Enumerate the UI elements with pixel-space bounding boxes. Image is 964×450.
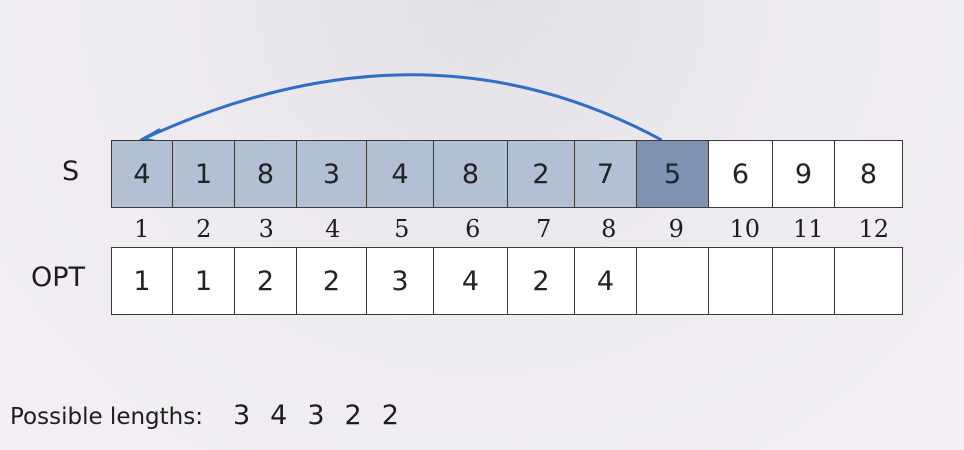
possible-length-value: 3: [232, 400, 251, 431]
opt-cell: [637, 247, 709, 315]
s-cell: 8: [835, 140, 903, 208]
opt-cell: 1: [173, 247, 235, 315]
s-cell: 1: [173, 140, 235, 208]
index-label: 1: [134, 215, 150, 243]
opt-cell: [709, 247, 773, 315]
index-label: 9: [668, 215, 684, 243]
index-label: 7: [536, 215, 552, 243]
opt-cell: 4: [434, 247, 508, 315]
index-label: 11: [792, 215, 824, 243]
possible-lengths-label: Possible lengths:: [10, 404, 203, 430]
possible-length-value: 2: [381, 400, 399, 431]
opt-cell: 3: [367, 247, 434, 315]
opt-row-label: OPT: [31, 262, 86, 293]
s-cell: 6: [709, 140, 773, 208]
s-cell: 5: [637, 140, 709, 208]
opt-cell: 2: [235, 247, 297, 315]
s-cell: 7: [575, 140, 637, 208]
opt-cell: 1: [111, 247, 173, 315]
s-row-label: S: [62, 156, 80, 187]
index-label: 12: [858, 215, 890, 243]
index-label: 6: [465, 215, 481, 243]
opt-cell: 2: [297, 247, 367, 315]
opt-cell: [773, 247, 835, 315]
index-label: 8: [601, 215, 617, 243]
index-label: 2: [196, 215, 212, 243]
s-cell: 8: [235, 140, 297, 208]
s-cell: 8: [434, 140, 508, 208]
possible-length-value: 4: [270, 400, 288, 431]
s-cell: 3: [297, 140, 367, 208]
index-label: 10: [729, 215, 761, 243]
possible-length-value: 2: [344, 400, 362, 431]
s-cell: 4: [367, 140, 434, 208]
opt-cell: 2: [508, 247, 575, 315]
index-label: 3: [258, 215, 274, 243]
index-label: 5: [394, 215, 410, 243]
s-cell: 9: [773, 140, 835, 208]
opt-cell: 4: [575, 247, 637, 315]
s-cell: 2: [508, 140, 575, 208]
arrow-curve: [142, 73, 663, 142]
opt-cell: [835, 247, 903, 315]
s-cell: 4: [111, 140, 173, 208]
possible-length-value: 3: [307, 400, 325, 431]
index-label: 4: [325, 215, 341, 243]
